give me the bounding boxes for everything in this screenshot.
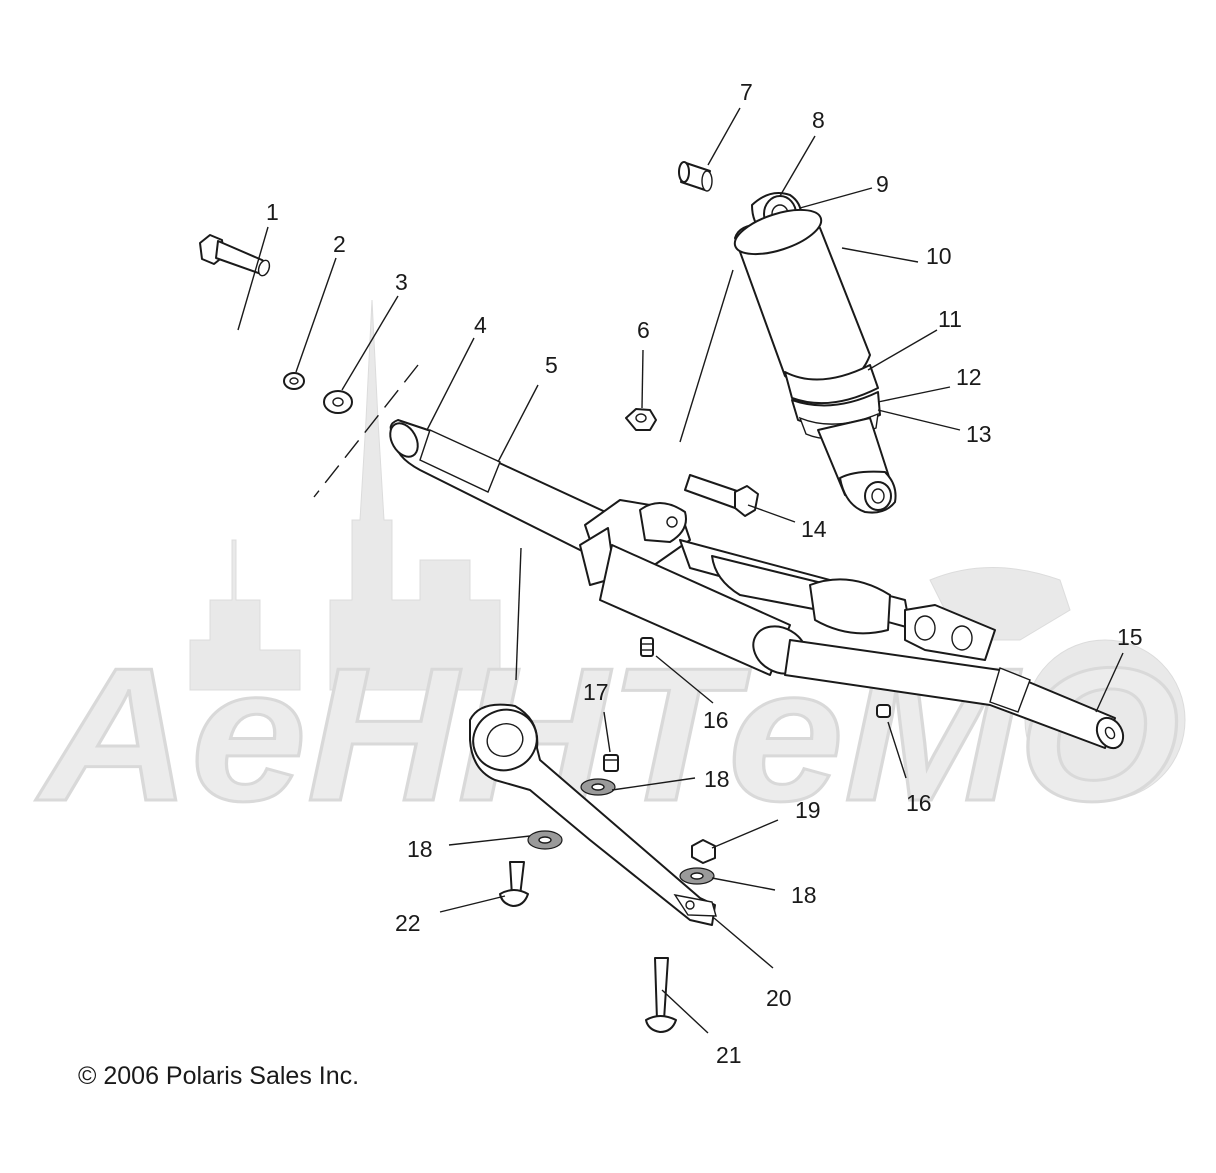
callout-6: 6 (637, 317, 650, 343)
part-5-torque-arm (389, 419, 1125, 750)
centerline-dash (313, 364, 419, 498)
watermark-spire (329, 299, 501, 691)
callout-12: 12 (956, 364, 982, 390)
callout-1: 1 (266, 199, 279, 225)
callout-18-b: 18 (407, 836, 433, 862)
callout-10: 10 (926, 243, 952, 269)
part-14-bolt (684, 474, 759, 517)
part-6-nut (625, 408, 657, 431)
callouts: 1 2 3 4 5 6 7 8 9 10 11 12 13 14 15 16 1… (266, 79, 1143, 1068)
callout-15: 15 (1117, 624, 1143, 650)
callout-5: 5 (545, 352, 558, 378)
part-22-bolt (499, 861, 529, 907)
callout-18-c: 18 (791, 882, 817, 908)
copyright-notice: © 2006 Polaris Sales Inc. (78, 1062, 360, 1090)
callout-11: 11 (938, 306, 962, 332)
callout-13: 13 (966, 421, 992, 447)
part-2-washer (283, 372, 305, 390)
part-16-fitting-a (640, 637, 654, 657)
callout-22: 22 (395, 910, 421, 936)
callout-21: 21 (716, 1042, 742, 1068)
callout-14: 14 (801, 516, 827, 542)
part-3-washer (323, 390, 353, 414)
part-7-spacer (678, 161, 713, 192)
callout-4: 4 (474, 312, 487, 338)
callout-2: 2 (333, 231, 346, 257)
part-1-bolt (199, 234, 271, 277)
part-18-washer-a (580, 778, 616, 796)
part-18-washer-b (527, 830, 563, 850)
callout-16-b: 16 (906, 790, 932, 816)
part-16-fitting-b (876, 704, 891, 718)
callout-9: 9 (876, 171, 889, 197)
part-18-washer-c (679, 867, 715, 885)
watermark-buildings (189, 539, 301, 691)
part-10-shock (733, 192, 897, 514)
part-20-bracket (469, 703, 717, 926)
callout-8: 8 (812, 107, 825, 133)
callout-20: 20 (766, 985, 792, 1011)
part-21-bolt (645, 957, 677, 1033)
leader-lines (237, 107, 1124, 1034)
callout-18-a: 18 (704, 766, 730, 792)
part-17-nut (603, 754, 619, 772)
callout-19: 19 (795, 797, 821, 823)
callout-16-a: 16 (703, 707, 729, 733)
callout-7: 7 (740, 79, 753, 105)
callout-17: 17 (583, 679, 609, 705)
part-19-nut (691, 839, 716, 864)
callout-3: 3 (395, 269, 408, 295)
